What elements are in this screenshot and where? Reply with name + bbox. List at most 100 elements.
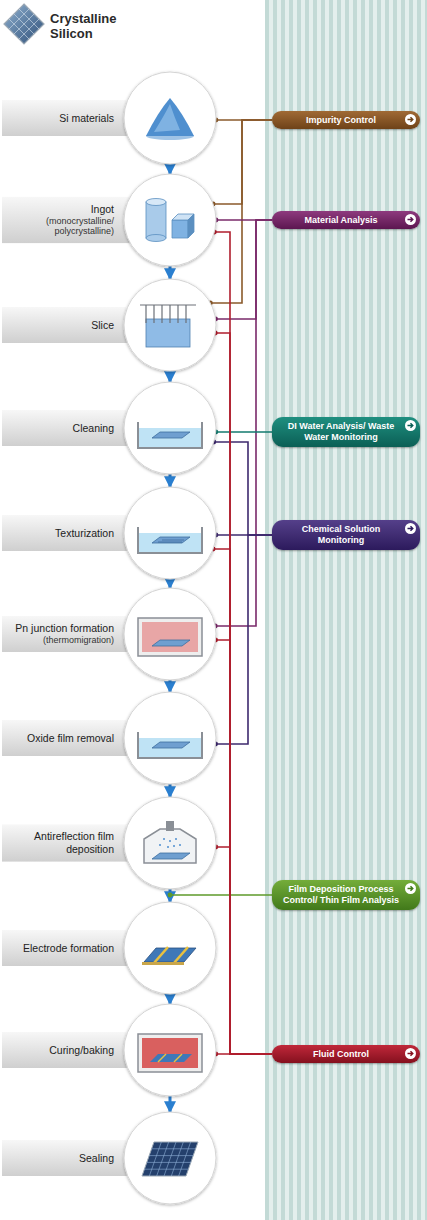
- link-line: [216, 220, 272, 319]
- link-line: [216, 1053, 272, 1055]
- step-label: Electrode formation: [4, 942, 114, 955]
- step-label: Slice: [4, 319, 114, 332]
- tag-label: DI Water Analysis/ Waste Water Monitorin…: [280, 421, 402, 443]
- link-icon: [404, 113, 417, 126]
- process-step: Pn junction formation(thermomigration): [0, 588, 216, 680]
- step-circle: [124, 382, 216, 474]
- analysis-tag: Impurity Control: [272, 111, 420, 130]
- flow-arrow: [169, 371, 172, 382]
- step-text: Oxide film removal: [4, 732, 114, 745]
- step-note: (monocrystalline/ polycrystalline): [4, 216, 114, 238]
- link-line: [215, 333, 272, 1054]
- link-line: [213, 549, 272, 1054]
- step-text: Texturization: [4, 527, 114, 540]
- step-circle: [124, 902, 216, 994]
- step-label: Sealing: [4, 1152, 114, 1165]
- step-label: Cleaning: [4, 422, 114, 435]
- process-picture: [138, 422, 202, 448]
- process-picture: [138, 527, 202, 553]
- process-picture: [146, 98, 194, 140]
- step-circle: [124, 487, 216, 579]
- step-label: Texturization: [4, 527, 114, 540]
- step-text: Curing/baking: [4, 1044, 114, 1057]
- flow-arrow: [169, 266, 172, 279]
- step-circle: [124, 72, 216, 164]
- tag-label: Fluid Control: [280, 1049, 402, 1060]
- tag-label: Material Analysis: [280, 215, 402, 226]
- process-step: Antireflection film deposition: [0, 797, 216, 889]
- step-circle: [124, 174, 216, 266]
- step-circle: [124, 1112, 216, 1204]
- link-line: [216, 640, 272, 1054]
- step-circle: [124, 588, 216, 680]
- striped-panel: [265, 0, 427, 1220]
- flow-arrow: [169, 579, 172, 588]
- flow-arrow: [169, 1096, 172, 1112]
- step-note: (thermomigration): [4, 635, 114, 646]
- step-text: Ingot(monocrystalline/ polycrystalline): [4, 203, 114, 237]
- link-line: [215, 220, 272, 626]
- step-label: Ingot: [4, 203, 114, 216]
- process-step: Si materials: [0, 72, 216, 164]
- process-step: Slice: [0, 279, 216, 371]
- link-line: [216, 431, 272, 433]
- step-text: Si materials: [4, 112, 114, 125]
- analysis-tag: Material Analysis: [272, 211, 420, 230]
- flow-arrow: [169, 164, 172, 174]
- process-picture: [138, 1034, 202, 1072]
- step-circle: [124, 1004, 216, 1096]
- link-icon: [404, 522, 417, 535]
- process-picture: [144, 821, 196, 863]
- step-text: Slice: [4, 319, 114, 332]
- step-text: Sealing: [4, 1152, 114, 1165]
- process-picture: [138, 732, 202, 758]
- analysis-tag: Fluid Control: [272, 1045, 420, 1064]
- step-circle: [124, 797, 216, 889]
- link-line: [216, 847, 272, 1054]
- process-step: Oxide film removal: [0, 692, 216, 784]
- flow-arrow: [169, 680, 172, 692]
- process-picture: [142, 947, 196, 965]
- process-step: Curing/baking: [0, 1004, 216, 1096]
- step-label: Pn junction formation: [4, 622, 114, 635]
- process-picture: [140, 305, 196, 347]
- process-step: Texturization: [0, 487, 216, 579]
- link-line: [214, 442, 272, 535]
- analysis-tag: Film Deposition Process Control/ Thin Fi…: [272, 880, 420, 910]
- link-line: [210, 120, 272, 303]
- link-icon: [404, 882, 417, 895]
- tag-label: Chemical Solution Monitoring: [280, 524, 402, 546]
- flow-arrow: [169, 474, 172, 487]
- analysis-tag: DI Water Analysis/ Waste Water Monitorin…: [272, 417, 420, 447]
- step-circle: [124, 279, 216, 371]
- link-icon: [404, 213, 417, 226]
- link-icon: [404, 1047, 417, 1060]
- step-text: Cleaning: [4, 422, 114, 435]
- step-text: Antireflection film deposition: [4, 830, 114, 855]
- step-label: Curing/baking: [4, 1044, 114, 1057]
- step-label: Antireflection film deposition: [4, 830, 114, 855]
- step-label: Si materials: [4, 112, 114, 125]
- step-text: Pn junction formation(thermomigration): [4, 622, 114, 645]
- link-line: [170, 894, 272, 896]
- analysis-tag: Chemical Solution Monitoring: [272, 520, 420, 550]
- flow-arrow: [169, 889, 172, 902]
- step-text: Electrode formation: [4, 942, 114, 955]
- process-step: Sealing: [0, 1112, 216, 1204]
- step-label: Oxide film removal: [4, 732, 114, 745]
- process-step: Ingot(monocrystalline/ polycrystalline): [0, 174, 216, 266]
- process-picture: [146, 199, 194, 242]
- solar-cell-icon: [2, 2, 46, 46]
- process-picture: [138, 618, 202, 656]
- flow-arrow: [169, 784, 172, 797]
- link-icon: [404, 419, 417, 432]
- step-circle: [124, 692, 216, 784]
- link-dot: [168, 893, 173, 898]
- flow-arrow: [169, 994, 172, 1004]
- link-line: [214, 232, 272, 1054]
- process-step: Cleaning: [0, 382, 216, 474]
- process-picture: [142, 1142, 198, 1176]
- process-step: Electrode formation: [0, 902, 216, 994]
- tag-label: Impurity Control: [280, 115, 402, 126]
